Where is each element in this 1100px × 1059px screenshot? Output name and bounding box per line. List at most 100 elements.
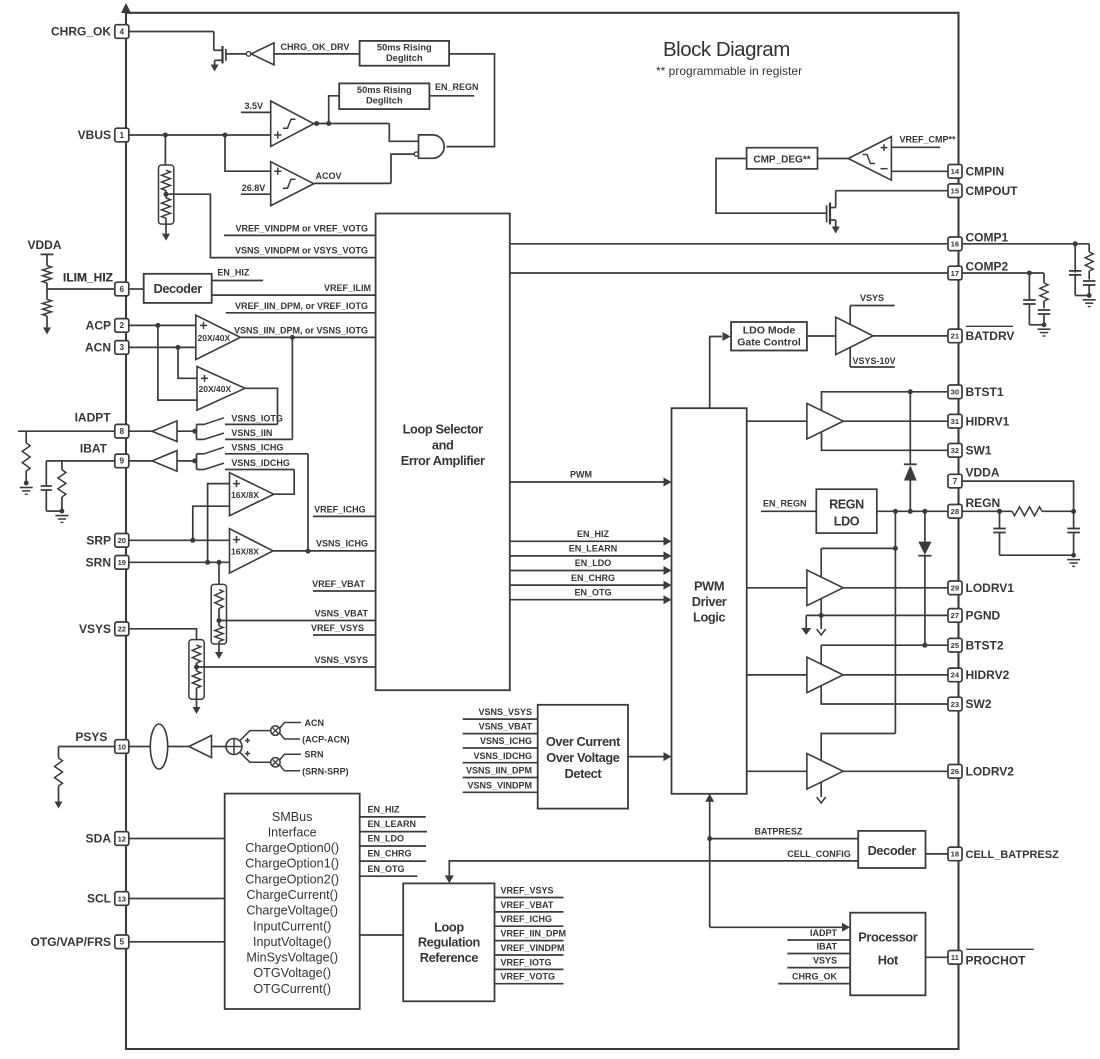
svg-text:Decoder: Decoder [153, 281, 202, 296]
svg-text:VREF_VINDPM: VREF_VINDPM [501, 943, 565, 953]
svg-text:VSNS_IIN_DPM, or VSNS_IOTG: VSNS_IIN_DPM, or VSNS_IOTG [234, 325, 368, 335]
svg-text:VREF_IIN_DPM: VREF_IIN_DPM [501, 929, 567, 939]
svg-text:2: 2 [120, 321, 125, 330]
svg-text:VSNS_VSYS: VSNS_VSYS [478, 707, 532, 717]
svg-text:OTGCurrent(): OTGCurrent() [253, 982, 331, 996]
svg-text:VREF_VINDPM or VREF_VOTG: VREF_VINDPM or VREF_VOTG [235, 224, 368, 234]
svg-text:SRN: SRN [86, 556, 111, 570]
svg-text:ACP: ACP [86, 319, 111, 333]
svg-text:EN_LDO: EN_LDO [575, 558, 612, 568]
svg-text:27: 27 [951, 611, 959, 620]
svg-text:VREF_IOTG: VREF_IOTG [501, 957, 552, 967]
svg-text:16X/8X: 16X/8X [231, 546, 259, 556]
svg-text:VSNS_VINDPM: VSNS_VINDPM [467, 780, 532, 790]
svg-text:Hot: Hot [878, 953, 899, 968]
svg-text:InputVoltage(): InputVoltage() [253, 935, 331, 949]
svg-text:14: 14 [951, 167, 960, 176]
svg-text:COMP2: COMP2 [966, 260, 1009, 274]
svg-text:Loop: Loop [434, 919, 464, 934]
svg-text:IBAT: IBAT [817, 942, 838, 952]
svg-text:50ms Rising: 50ms Rising [377, 42, 432, 52]
svg-text:SRN: SRN [305, 750, 324, 760]
svg-text:Decoder: Decoder [868, 843, 917, 858]
svg-text:CHRG_OK: CHRG_OK [792, 972, 838, 982]
svg-text:3: 3 [120, 343, 125, 352]
svg-text:EN_HIZ: EN_HIZ [368, 805, 401, 815]
svg-text:LODRV2: LODRV2 [966, 765, 1015, 779]
svg-text:8: 8 [120, 427, 125, 436]
svg-text:VSNS_IIN: VSNS_IIN [231, 428, 272, 438]
svg-text:SCL: SCL [87, 892, 111, 906]
svg-text:VREF_VSYS: VREF_VSYS [501, 886, 554, 896]
svg-text:1: 1 [120, 131, 125, 140]
svg-text:ACN: ACN [85, 341, 111, 355]
svg-text:ChargeVoltage(): ChargeVoltage() [246, 904, 338, 918]
svg-text:Over Current: Over Current [546, 734, 621, 749]
svg-text:CMPOUT: CMPOUT [966, 184, 1019, 198]
svg-text:11: 11 [951, 953, 960, 962]
svg-text:20X/40X: 20X/40X [199, 384, 232, 394]
svg-text:ChargeOption1(): ChargeOption1() [245, 857, 339, 871]
svg-text:16X/8X: 16X/8X [231, 490, 259, 500]
svg-text:SW1: SW1 [966, 444, 992, 458]
svg-text:VSNS_VINDPM or VSYS_VOTG: VSNS_VINDPM or VSYS_VOTG [235, 246, 368, 256]
svg-text:EN_HIZ: EN_HIZ [577, 529, 610, 539]
svg-text:SMBus: SMBus [272, 810, 313, 824]
svg-text:15: 15 [951, 187, 960, 196]
svg-text:50ms Rising: 50ms Rising [357, 85, 412, 95]
svg-text:CMPIN: CMPIN [966, 165, 1005, 179]
svg-text:Detect: Detect [565, 766, 603, 781]
svg-text:HIDRV1: HIDRV1 [966, 414, 1010, 428]
svg-text:5: 5 [120, 938, 125, 947]
svg-text:26: 26 [951, 767, 959, 776]
svg-text:12: 12 [118, 834, 126, 843]
svg-text:VREF_VSYS: VREF_VSYS [311, 623, 364, 633]
svg-text:EN_REGN: EN_REGN [763, 499, 807, 509]
svg-text:ILIM_HIZ: ILIM_HIZ [63, 271, 113, 285]
svg-text:REGN: REGN [966, 496, 1001, 510]
svg-text:17: 17 [951, 269, 959, 278]
svg-text:SW2: SW2 [966, 697, 992, 711]
svg-text:7: 7 [953, 477, 958, 486]
svg-text:VSNS_IDCHG: VSNS_IDCHG [473, 751, 532, 761]
svg-text:VREF_ICHG: VREF_ICHG [501, 914, 553, 924]
svg-text:Over Voltage: Over Voltage [546, 750, 619, 765]
svg-text:EN_LEARN: EN_LEARN [368, 819, 417, 829]
svg-text:Processor: Processor [858, 930, 917, 945]
svg-text:21: 21 [951, 332, 960, 341]
svg-text:VSNS_IOTG: VSNS_IOTG [231, 413, 283, 423]
svg-text:EN_OTG: EN_OTG [368, 864, 405, 874]
svg-text:BATDRV: BATDRV [966, 329, 1015, 343]
svg-text:VSYS: VSYS [813, 956, 837, 966]
svg-text:CELL_BATPRESZ: CELL_BATPRESZ [966, 849, 1060, 861]
svg-text:Interface: Interface [268, 825, 317, 839]
svg-text:VSNS_IIN_DPM: VSNS_IIN_DPM [466, 766, 532, 776]
svg-text:26.8V: 26.8V [242, 183, 266, 193]
svg-text:31: 31 [951, 417, 960, 426]
svg-text:BATPRESZ: BATPRESZ [755, 827, 803, 837]
svg-text:VREF_ILIM: VREF_ILIM [324, 283, 371, 293]
svg-text:20: 20 [118, 536, 126, 545]
svg-text:3.5V: 3.5V [245, 101, 264, 111]
svg-text:VSYS-10V: VSYS-10V [852, 356, 895, 366]
svg-text:16: 16 [951, 240, 959, 249]
svg-text:Driver: Driver [692, 594, 727, 609]
svg-text:10: 10 [118, 742, 126, 751]
svg-text:EN_HIZ: EN_HIZ [217, 268, 250, 278]
svg-text:IBAT: IBAT [80, 441, 108, 455]
svg-text:Loop Selector: Loop Selector [403, 422, 484, 437]
svg-text:EN_REGN: EN_REGN [435, 82, 479, 92]
svg-text:COMP1: COMP1 [966, 230, 1009, 244]
svg-text:VREF_IIN_DPM, or VREF_IOTG: VREF_IIN_DPM, or VREF_IOTG [235, 301, 368, 311]
svg-text:32: 32 [951, 446, 959, 455]
svg-text:ChargeOption0(): ChargeOption0() [245, 841, 339, 855]
svg-text:ILIM_HIZ: ILIM_HIZ [63, 271, 113, 285]
svg-text:20X/40X: 20X/40X [198, 333, 231, 343]
svg-text:** programmable in register: ** programmable in register [656, 64, 802, 78]
svg-text:ACN: ACN [305, 718, 325, 728]
svg-text:Logic: Logic [693, 610, 725, 625]
svg-text:VSNS_VBAT: VSNS_VBAT [315, 608, 369, 618]
svg-text:VREF_ICHG: VREF_ICHG [314, 504, 366, 514]
svg-text:REGN: REGN [829, 498, 864, 512]
svg-text:EN_LEARN: EN_LEARN [569, 544, 618, 554]
